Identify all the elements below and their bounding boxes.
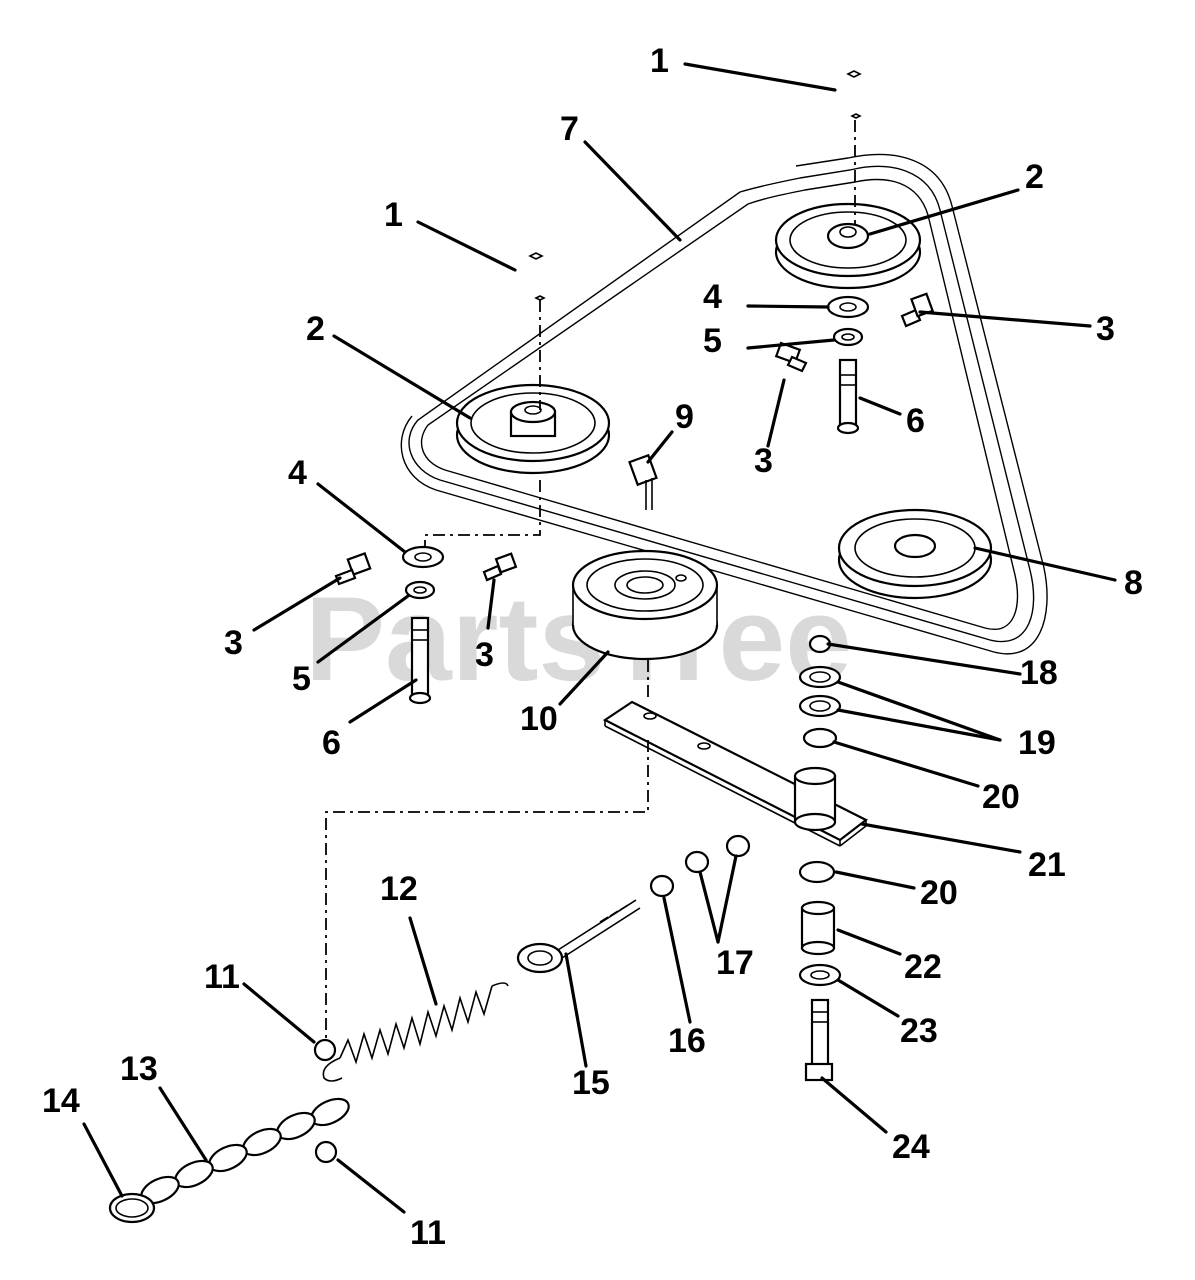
nut-11-lower — [314, 1140, 338, 1164]
belt — [400, 153, 1048, 655]
callout-3-left-b: 3 — [475, 636, 494, 674]
callout-18: 18 — [1020, 654, 1058, 692]
ring-14 — [108, 1192, 156, 1224]
callout-labels: 1 7 1 2 4 3 5 2 9 3 6 4 8 3 3 5 18 10 19… — [42, 42, 1143, 1252]
callout-23: 23 — [900, 1012, 938, 1050]
chain-13 — [140, 1097, 350, 1205]
screw-3-left-b — [482, 552, 518, 582]
callout-20-top: 20 — [982, 778, 1020, 816]
callout-6-left: 6 — [322, 724, 341, 762]
bushing-20-bottom — [798, 860, 836, 884]
callout-21: 21 — [1028, 846, 1066, 884]
bushing-20-top — [802, 727, 838, 749]
callout-3-right-a: 3 — [1096, 310, 1115, 348]
callout-16: 16 — [668, 1022, 706, 1060]
callout-19: 19 — [1018, 724, 1056, 762]
callout-1-left: 1 — [384, 196, 403, 234]
center-lines — [325, 120, 856, 1040]
nuts-17 — [684, 834, 751, 874]
pulley-left — [455, 383, 611, 475]
washer-23 — [798, 963, 842, 987]
callout-11-lower: 11 — [410, 1214, 446, 1252]
bolt-6-right — [836, 358, 860, 435]
callout-22: 22 — [904, 948, 942, 986]
leader-lines — [82, 62, 1117, 1214]
washers-19 — [798, 665, 842, 718]
callout-6-right: 6 — [906, 402, 925, 440]
callout-4-left: 4 — [288, 454, 307, 492]
pulley-right — [837, 508, 993, 600]
spacer-22 — [800, 900, 836, 956]
washer-4-left — [401, 545, 445, 569]
callout-10: 10 — [520, 700, 558, 738]
callout-24: 24 — [892, 1128, 930, 1166]
callout-9: 9 — [675, 398, 694, 436]
nut-top — [846, 70, 862, 119]
callout-2-left: 2 — [306, 310, 325, 348]
nut-16 — [649, 874, 675, 898]
screw-3-left-a — [334, 551, 372, 586]
bolt-6-left — [408, 616, 432, 705]
callout-12: 12 — [380, 870, 418, 908]
nut-11-upper — [313, 1038, 337, 1062]
callout-2-top-right: 2 — [1025, 158, 1044, 196]
nut-left — [528, 252, 546, 301]
screw-3-right-a — [900, 292, 935, 328]
callout-17: 17 — [716, 944, 754, 982]
bolt-24 — [804, 998, 834, 1082]
callout-3-left-a: 3 — [224, 624, 243, 662]
callout-13: 13 — [120, 1050, 158, 1088]
callout-3-right-b: 3 — [754, 442, 773, 480]
idler-bracket — [602, 700, 869, 847]
callout-7: 7 — [560, 110, 579, 148]
callout-15: 15 — [572, 1064, 610, 1102]
callout-5-left: 5 — [292, 660, 311, 698]
lockwasher-5-left — [404, 580, 436, 600]
callout-5-right: 5 — [703, 322, 722, 360]
spring-12 — [322, 982, 509, 1082]
callout-14: 14 — [42, 1082, 80, 1120]
screw-3-right-b — [774, 341, 808, 373]
bolt-9 — [628, 453, 658, 510]
pulley-top-right — [774, 202, 922, 290]
callout-1-top: 1 — [650, 42, 669, 80]
lockwasher-5-right — [832, 327, 864, 347]
idler-pulley — [571, 549, 719, 661]
callout-20-bottom: 20 — [920, 874, 958, 912]
eyebolt-15 — [516, 899, 641, 974]
callout-11-upper: 11 — [204, 958, 240, 996]
callout-8: 8 — [1124, 564, 1143, 602]
callout-4-right: 4 — [703, 278, 722, 316]
washer-4-right — [826, 295, 870, 319]
